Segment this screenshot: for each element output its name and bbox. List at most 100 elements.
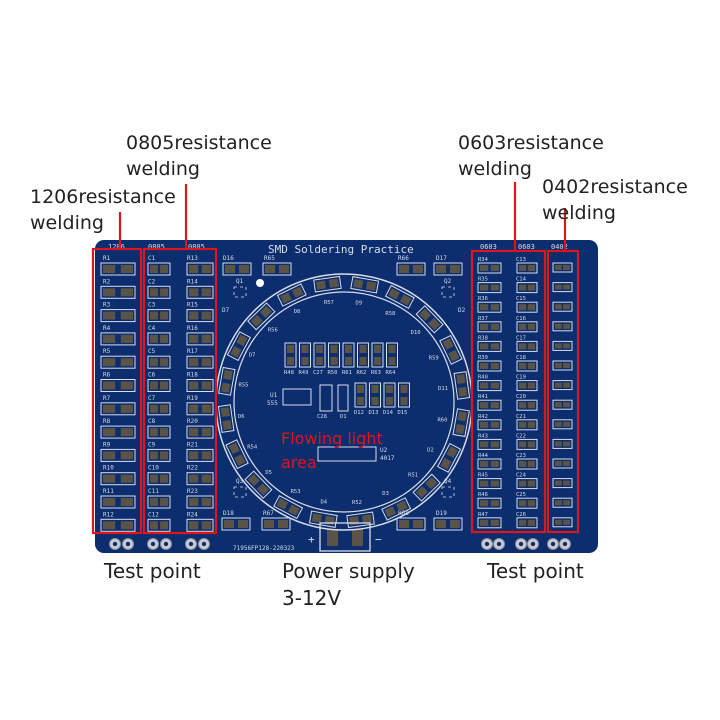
silk-label-R8: R8 xyxy=(103,418,111,425)
label-power-line1: Power supply xyxy=(282,559,415,583)
footprint-R40-pad-b xyxy=(490,382,499,389)
footprint-R19-pad-b xyxy=(201,404,211,413)
footprint-D14-outline xyxy=(383,382,396,408)
footprint-R39-outline xyxy=(477,360,502,372)
footprint-R43-outline xyxy=(477,438,502,450)
footprint-R42-pad-a xyxy=(480,421,489,428)
transistor-Q2 xyxy=(441,286,455,298)
flowing-light-line2: area xyxy=(281,453,317,472)
footprint-D14-pad-a xyxy=(386,385,393,393)
transistor-Q3 xyxy=(233,486,247,498)
footprint-0402-3-outline xyxy=(552,301,573,312)
footprint-C15-pad-b xyxy=(527,304,535,311)
footprint-R6-pad-a xyxy=(103,381,116,390)
footprint-R9-pad-a xyxy=(103,451,116,460)
ring-component-D6 xyxy=(217,404,235,433)
board-serial: 71956FP128-220323 xyxy=(233,545,295,552)
silk-label-C11: C11 xyxy=(148,488,159,495)
footprint-R6-pad-b xyxy=(120,381,133,390)
footprint-R66-outline xyxy=(396,262,426,276)
footprint-R2-pad-a xyxy=(103,288,116,297)
ring-component-D11 xyxy=(453,371,471,400)
silk-label-d2-outer: D2 xyxy=(458,307,466,314)
footprint-R56-pad-b xyxy=(259,305,273,318)
footprint-D15-pad-a xyxy=(400,385,408,393)
silk-label-D11: D11 xyxy=(438,386,448,392)
footprint-D19-pad-b xyxy=(449,520,460,528)
footprint-R47-outline xyxy=(477,517,502,529)
footprint-D4-pad-b xyxy=(311,513,323,523)
silk-label-R6: R6 xyxy=(103,372,111,379)
footprint-R7-outline xyxy=(100,402,136,416)
footprint-C7-pad-a xyxy=(150,404,158,413)
footprint-D15-pad-b xyxy=(400,397,408,405)
footprint-R14-pad-b xyxy=(201,288,211,297)
footprint-C8-outline xyxy=(147,425,171,439)
silk-label-D3: D3 xyxy=(382,491,389,497)
silk-label-D10: D10 xyxy=(411,330,421,336)
transistor-Q1 xyxy=(233,286,247,298)
footprint-R62-pad-a xyxy=(359,345,367,353)
footprint-C1-pad-b xyxy=(160,265,168,273)
test-point-hole-2 xyxy=(125,541,131,547)
footprint-C10-outline xyxy=(147,472,171,486)
footprint-D15-outline xyxy=(398,382,410,408)
footprint-R57-pad-b xyxy=(328,278,339,288)
test-point-hole-10 xyxy=(530,541,536,547)
board-title: SMD Soldering Practice xyxy=(268,243,414,256)
footprint-C11-outline xyxy=(147,495,171,509)
footprint-R15-pad-a xyxy=(189,311,199,320)
footprint-D18-pad-a xyxy=(224,520,235,528)
footprint-D16-outline xyxy=(222,262,252,276)
footprint-R14-outline xyxy=(186,285,214,299)
footprint-R4-pad-a xyxy=(103,334,116,343)
footprint-R61-outline xyxy=(342,342,355,368)
footprint-D10-pad-b xyxy=(428,317,441,331)
footprint-R48-pad-a xyxy=(287,345,294,353)
footprint-R49-outline xyxy=(299,342,311,368)
silk-label-R12: R12 xyxy=(103,511,114,518)
silk-label-R19: R19 xyxy=(187,395,198,402)
footprint-C26-outline xyxy=(516,517,538,529)
footprint-D11-pad-a xyxy=(456,373,466,385)
silk-label-R15: R15 xyxy=(187,302,198,309)
silk-label-R41: R41 xyxy=(478,394,488,400)
footprint-0402-9-outline xyxy=(552,419,573,430)
label-0402-line2: welding xyxy=(542,202,616,224)
footprint-C13-pad-a xyxy=(519,265,527,271)
footprint-0402-1-pad-a xyxy=(555,265,562,270)
footprint-C16-pad-b xyxy=(527,323,535,330)
footprint-R64-outline xyxy=(386,342,398,368)
footprint-R58-outline xyxy=(384,284,415,310)
footprint-R41-pad-b xyxy=(490,402,499,409)
ring-component-R54 xyxy=(225,439,249,470)
footprint-0402-5-outline xyxy=(552,340,573,351)
footprint-R60-pad-a xyxy=(457,411,468,422)
footprint-R8-pad-b xyxy=(120,428,133,437)
footprint-R6-outline xyxy=(100,379,136,392)
label-0402: 0402resistance welding xyxy=(542,174,688,226)
footprint-R34-pad-b xyxy=(490,265,499,271)
transistor-Q4 xyxy=(441,486,455,498)
footprint-0402-3-pad-b xyxy=(563,304,570,310)
footprint-R36-pad-b xyxy=(490,304,499,311)
silk-label-R5: R5 xyxy=(103,348,111,355)
footprint-D10-outline xyxy=(415,305,444,334)
footprint-R22-pad-b xyxy=(201,474,211,483)
footprint-D3-outline xyxy=(381,497,412,521)
silk-label-R18: R18 xyxy=(187,372,198,379)
footprint-R35-outline xyxy=(477,282,502,294)
footprint-R35-pad-b xyxy=(490,284,499,291)
silk-label-C12: C12 xyxy=(148,511,159,518)
footprint-0402-4-pad-b xyxy=(563,323,570,329)
footprint-C9-pad-a xyxy=(150,451,158,460)
footprint-C8-pad-a xyxy=(150,428,158,437)
footprint-C23-outline xyxy=(516,458,538,470)
label-1206-line2: welding xyxy=(30,212,104,234)
test-point-hole-9 xyxy=(518,541,524,547)
footprint-C24-pad-a xyxy=(519,480,527,487)
footprint-0402-8-pad-b xyxy=(563,402,570,408)
footprint-C9-pad-b xyxy=(160,451,168,460)
footprint-0402-10-pad-a xyxy=(555,441,562,447)
